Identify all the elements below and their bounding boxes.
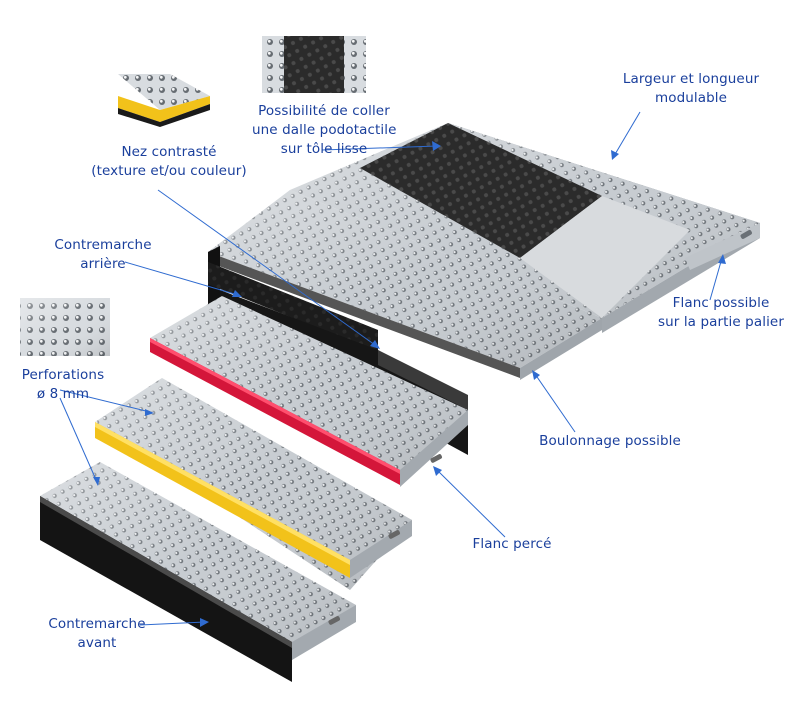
label-flanc-perce: Flanc percé xyxy=(462,535,562,554)
leader-flanc-perce xyxy=(437,470,505,537)
label-coller: Possibilité de coller une dalle podotact… xyxy=(252,102,396,159)
label-largeur: Largeur et longueur modulable xyxy=(616,70,766,108)
label-contremarche-arriere: Contremarche arrière xyxy=(48,236,158,274)
label-contremarche-avant: Contremarche avant xyxy=(42,615,152,653)
leader-boulonnage xyxy=(535,374,575,432)
thumb-perforations xyxy=(20,298,110,356)
leader-perf-2 xyxy=(60,398,97,482)
thumb-nose xyxy=(116,72,211,127)
leader-largeur xyxy=(614,112,640,156)
label-boulonnage: Boulonnage possible xyxy=(530,432,690,451)
label-nez: Nez contrasté (texture et/ou couleur) xyxy=(84,143,254,181)
label-flanc-palier: Flanc possible sur la partie palier xyxy=(648,294,794,332)
thumb-tactile xyxy=(262,36,366,93)
arrowhead-boulonnage xyxy=(532,370,540,380)
arrowhead-flanc-perce xyxy=(433,466,442,476)
label-perforations: Perforations ø 8 mm xyxy=(8,366,118,404)
arrowhead-largeur xyxy=(611,150,619,160)
